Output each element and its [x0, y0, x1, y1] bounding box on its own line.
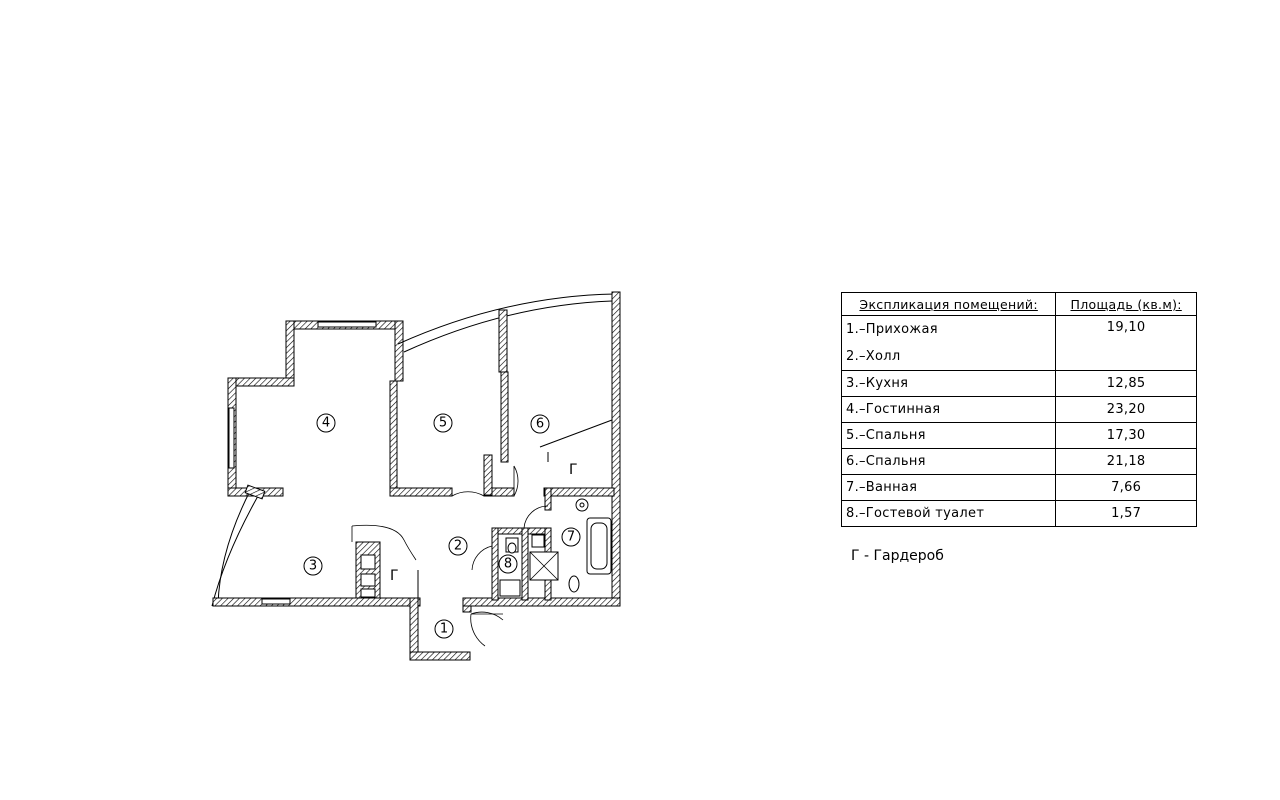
entrance-walls: [409, 597, 621, 661]
svg-text:7: 7: [567, 530, 575, 545]
doors: [351, 419, 613, 647]
row-label: 5.–Спальня: [840, 422, 1057, 449]
row-area: 23,20: [1055, 396, 1197, 423]
fixtures: [360, 498, 612, 598]
svg-text:1: 1: [440, 622, 448, 637]
svg-text:8: 8: [504, 557, 512, 572]
table-row: 1.–Прихожая 2.–Холл 19,10: [840, 315, 1197, 371]
wardrobe-mark-bedroom: Г: [569, 462, 578, 478]
room-labels: 4 5 6 2 7 8 3 1 Г Г: [303, 413, 581, 639]
row-area: 19,10: [1055, 315, 1197, 371]
svg-text:3: 3: [309, 559, 317, 574]
row-area: 7,66: [1055, 474, 1197, 501]
row-area: 1,57: [1055, 500, 1197, 527]
room-label-4: 4: [316, 413, 336, 433]
row-label: 3.–Кухня: [840, 370, 1057, 397]
explication-table: Экспликация помещений: Площадь (кв.м): 1…: [840, 292, 1197, 527]
room-label-5: 5: [433, 413, 453, 433]
table-row: 7.–Ванная 7,66: [840, 474, 1197, 501]
table-row: 6.–Спальня 21,18: [840, 448, 1197, 475]
svg-text:5: 5: [439, 416, 447, 431]
row-label: 1.–Прихожая 2.–Холл: [840, 315, 1057, 371]
room-label-1: 1: [434, 619, 454, 639]
header-area: Площадь (кв.м):: [1055, 292, 1197, 316]
table-row: 5.–Спальня 17,30: [840, 422, 1197, 449]
svg-text:4: 4: [322, 416, 330, 431]
room-label-3: 3: [303, 556, 323, 576]
table-row: 8.–Гостевой туалет 1,57: [840, 500, 1197, 527]
table-header-row: Экспликация помещений: Площадь (кв.м):: [840, 292, 1197, 316]
row-label: 4.–Гостинная: [840, 396, 1057, 423]
table-row: 4.–Гостинная 23,20: [840, 396, 1197, 423]
room-label-6: 6: [530, 414, 550, 434]
room-label-7: 7: [561, 527, 581, 547]
svg-text:6: 6: [536, 417, 544, 432]
wardrobe-legend: Г - Гардероб: [851, 548, 944, 564]
row-label: 8.–Гостевой туалет: [840, 500, 1057, 527]
header-rooms: Экспликация помещений:: [840, 292, 1057, 316]
row-area: 12,85: [1055, 370, 1197, 397]
row-label: 6.–Спальня: [840, 448, 1057, 475]
table-row: 3.–Кухня 12,85: [840, 370, 1197, 397]
row-label: 7.–Ванная: [840, 474, 1057, 501]
row-area: 17,30: [1055, 422, 1197, 449]
room-label-2: 2: [448, 536, 468, 556]
wardrobe-mark-kitchen: Г: [390, 568, 399, 584]
room-label-8: 8: [498, 554, 518, 574]
living-room-walls: [227, 320, 404, 497]
svg-text:2: 2: [454, 539, 462, 554]
row-area: 21,18: [1055, 448, 1197, 475]
kitchen-walls: [211, 484, 421, 607]
